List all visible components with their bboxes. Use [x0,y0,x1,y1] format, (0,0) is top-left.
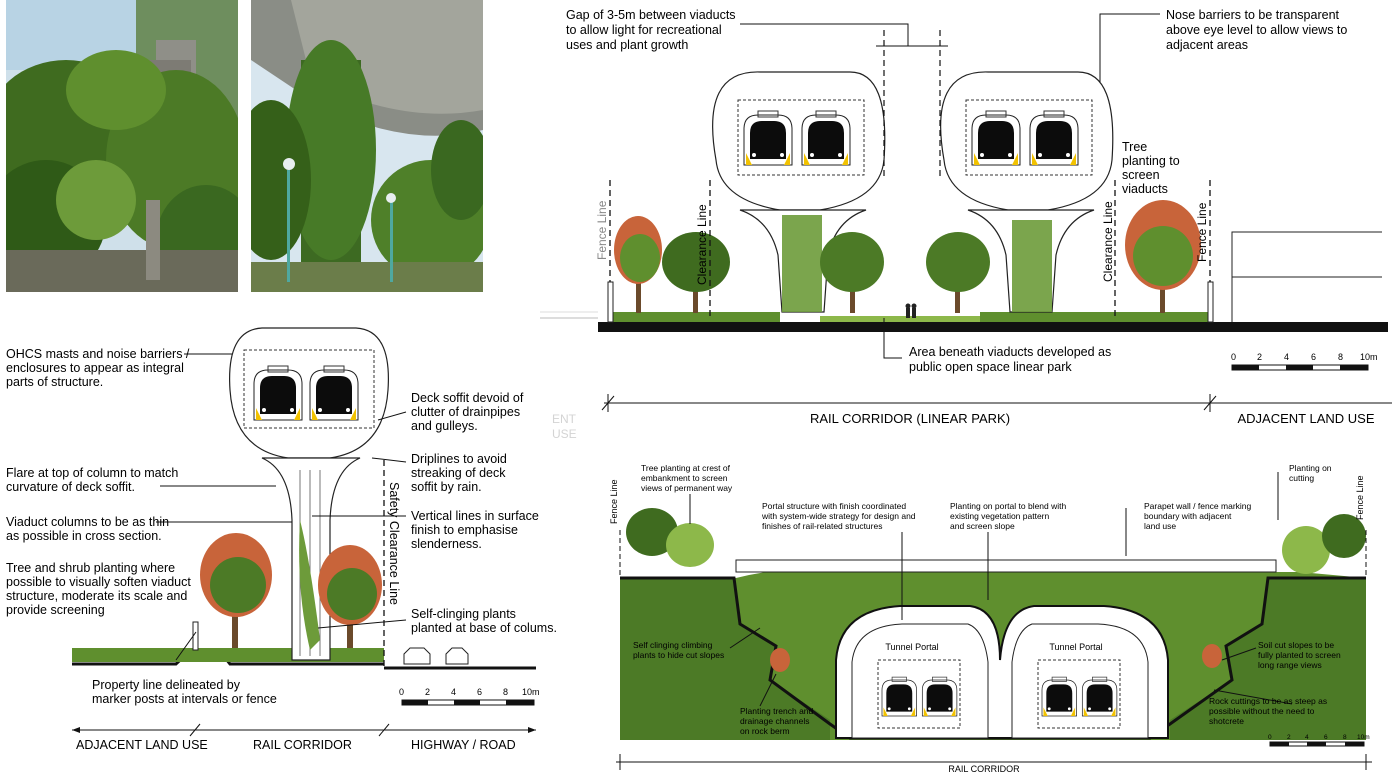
tunnel-portal-section: Fence Line Fence Line Tunnel Portal Tunn… [609,463,1372,774]
scale-bar-left: 0 2 4 6 8 10m [399,687,540,706]
clearance-line-label-right: Clearance Line [1101,201,1115,282]
ghost-label-use: USE [552,427,577,441]
tree-planting-note: Tree planting to screen viaducts [1122,140,1183,196]
linear-park-note: Area beneath viaducts developed as publi… [909,345,1115,374]
parapet-note: Parapet wall / fence marking boundary wi… [1144,501,1254,531]
clearance-line-label-left: Clearance Line [695,204,709,285]
svg-text:0 2 4: 0 2 4 6 8 10m [1231,352,1378,362]
zone-adjacent-land-use: ADJACENT LAND USE [76,738,208,752]
crest-planting-note: Tree planting at crest of embankment to … [641,463,733,493]
nose-barrier-note: Nose barriers to be transparent above ey… [1166,8,1351,52]
deck-soffit-note: Deck soffit devoid of clutter of drainpi… [411,391,527,433]
single-viaduct-section: Safety Clearance Line OHCS masts and noi… [6,327,557,752]
gap-note: Gap of 3-5m between viaducts to allow li… [566,8,739,52]
tunnel-rail-corridor-label: RAIL CORRIDOR [948,764,1020,774]
fence-line-label-left: Fence Line [595,200,609,260]
rail-corridor-linear-park-label: RAIL CORRIDOR (LINEAR PARK) [810,411,1010,426]
zone-rail-corridor: RAIL CORRIDOR [253,738,352,752]
fence-line-label-right: Fence Line [1195,202,1209,262]
cutting-note: Planting on cutting [1289,463,1334,483]
scale-bar-top: 0 2 4 6 8 10m [1231,352,1378,371]
ohcs-note: OHCS masts and noise barriers / enclosur… [6,347,193,389]
ghost-label-ent: ENT [552,412,577,426]
rock-cuttings-note: Rock cuttings to be as steep as possible… [1209,696,1330,726]
scale-bar-tunnel: 0 2 4 6 8 10m [1268,734,1370,747]
planting-note: Tree and shrub planting where possible t… [6,561,194,617]
svg-text:0 2 4: 0 2 4 6 8 10m [1268,734,1370,741]
viaduct-pair-section: Fence Line Clearance Line Clearance Line… [540,8,1392,441]
vine-covered-viaduct-photo [251,0,483,292]
planting-trench-note: Planting trench and drainage channels on… [740,706,816,736]
flare-note: Flare at top of column to match curvatur… [6,466,182,494]
svg-text:0 2 4: 0 2 4 6 8 10m [399,687,540,697]
self-clinging-note: Self-clinging plants planted at base of … [411,607,557,635]
vertical-lines-note: Vertical lines in surface finish to emph… [411,509,542,551]
tunnel-fence-label-left: Fence Line [609,479,619,524]
zone-highway-road: HIGHWAY / ROAD [411,738,516,752]
portal-planting-note: Planting on portal to blend with existin… [950,501,1069,531]
property-line-note: Property line delineated by marker posts… [92,678,277,706]
driplines-note: Driplines to avoid streaking of deck sof… [411,452,510,494]
safety-clearance-label: Safety Clearance Line [387,482,401,605]
adjacent-land-use-label-top: ADJACENT LAND USE [1237,411,1374,426]
thin-column-note: Viaduct columns to be as thin as possibl… [6,515,173,543]
portal-structure-note: Portal structure with finish coordinated… [761,501,918,531]
green-column-photo [6,0,238,292]
tunnel-fence-label-right: Fence Line [1355,475,1365,520]
tunnel-portal-label-right: Tunnel Portal [1049,642,1102,652]
tunnel-portal-label-left: Tunnel Portal [885,642,938,652]
soil-slopes-note: Soil cut slopes to be fully planted to s… [1258,640,1343,670]
climbing-plants-note: Self clinging climbing plants to hide cu… [633,640,724,660]
